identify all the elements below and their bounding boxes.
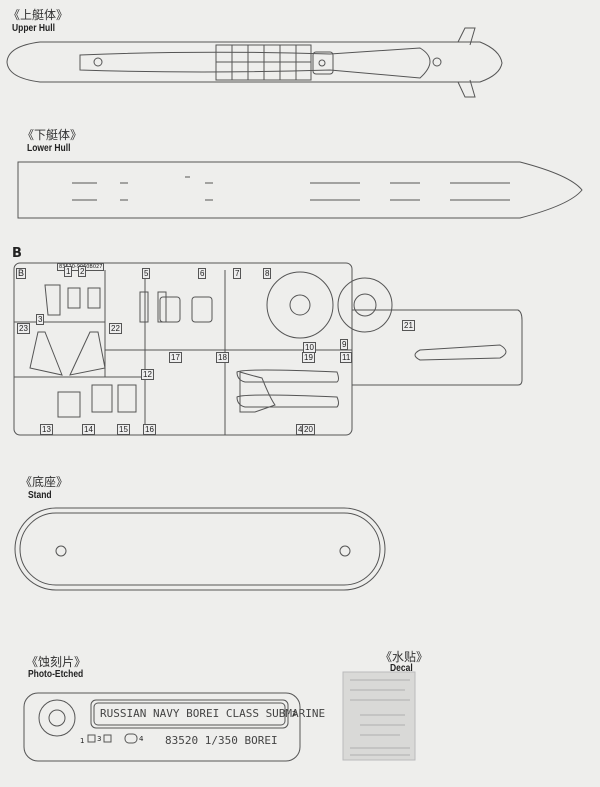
stand-title: Stand xyxy=(28,490,52,501)
part-number-label: 15 xyxy=(117,424,130,435)
part-number-label: 18 xyxy=(216,352,229,363)
part-number-label: 3 xyxy=(36,314,45,325)
pe-title: Photo-Etched xyxy=(28,669,84,680)
pe-code-text: 83520 1/350 BOREI xyxy=(165,734,278,747)
sprue-b-drawing xyxy=(13,262,523,436)
part-number-label: 6 xyxy=(198,268,207,279)
part-number-label: 8 xyxy=(263,268,272,279)
upper-hull-title-cn: 《上艇体》 xyxy=(8,8,69,22)
part-number-label: 16 xyxy=(143,424,156,435)
pe-title-cn: 《蚀刻片》 xyxy=(26,655,87,669)
part-number-label: 20 xyxy=(302,424,315,435)
part-number-label: 21 xyxy=(402,320,415,331)
upper-hull-title: Upper Hull xyxy=(12,23,55,34)
pe-part-1: 1 xyxy=(80,737,85,745)
decal-title-cn: 《水贴》 xyxy=(380,650,429,664)
part-number-label: 12 xyxy=(141,369,154,380)
part-number-label: 9 xyxy=(340,339,349,350)
photo-etch-drawing xyxy=(23,692,301,762)
decal-sheet xyxy=(342,671,416,761)
stand-title-cn: 《底座》 xyxy=(20,475,69,489)
sprue-tag: B xyxy=(16,268,27,279)
pe-part-2: 2 xyxy=(292,710,297,718)
pe-part-4: 4 xyxy=(139,735,144,743)
part-number-label: 14 xyxy=(82,424,95,435)
part-number-label: 23 xyxy=(17,323,30,334)
part-number-label: 7 xyxy=(233,268,242,279)
lower-hull-title: Lower Hull xyxy=(27,143,71,154)
part-number-label: 5 xyxy=(142,268,151,279)
decal-title: Decal xyxy=(390,663,413,674)
lower-hull-drawing xyxy=(17,161,583,219)
part-number-label: 17 xyxy=(169,352,182,363)
sprue-letter: B xyxy=(12,246,22,261)
stand-drawing xyxy=(14,507,386,591)
lower-hull-title-cn: 《下艇体》 xyxy=(22,128,83,142)
part-number-label: 11 xyxy=(340,352,353,363)
part-number-label: 13 xyxy=(40,424,53,435)
part-number-label: 1 xyxy=(64,266,73,277)
upper-hull-drawing xyxy=(6,27,503,98)
part-number-label: 19 xyxy=(302,352,315,363)
pe-plate-text: RUSSIAN NAVY BOREI CLASS SUBMARINE xyxy=(100,707,326,720)
pe-part-3: 3 xyxy=(97,735,102,743)
part-number-label: 2 xyxy=(78,266,87,277)
part-number-label: 22 xyxy=(109,323,122,334)
